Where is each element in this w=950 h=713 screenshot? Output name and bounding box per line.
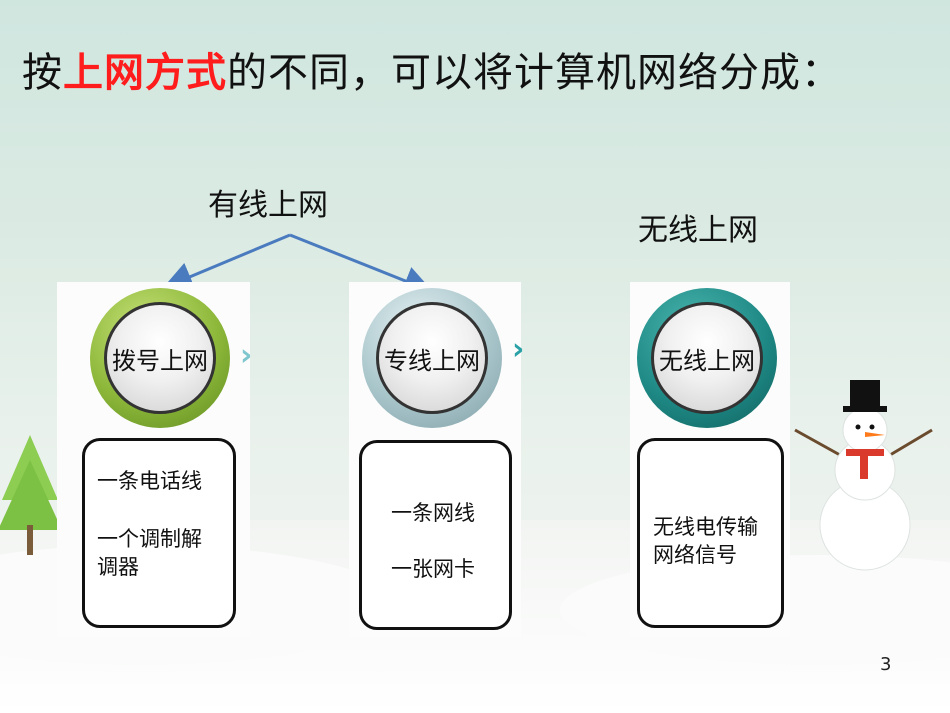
page-number: 3: [880, 654, 892, 675]
wireless-label: 无线上网: [638, 213, 758, 248]
circle-label-wireless: 无线上网: [651, 302, 763, 414]
arrow-to-dedicated: [289, 233, 434, 296]
circle-ring-dedicated: 专线上网: [362, 288, 502, 428]
card-line: 一条电话线: [97, 469, 202, 493]
card-line: 网络信号: [653, 543, 737, 567]
card-line: 一个调制解: [97, 527, 202, 551]
title-prefix: 按: [22, 50, 63, 96]
card-box-dedicated: 一条网线 一张网卡: [359, 440, 512, 630]
card-line: 无线电传输: [653, 515, 758, 539]
title-highlight: 上网方式: [63, 50, 227, 96]
circle-label-dialup: 拨号上网: [104, 302, 216, 414]
card-line: 一条网线: [391, 501, 475, 525]
pine-tree-icon: [0, 435, 62, 555]
circle-label-dedicated: 专线上网: [376, 302, 488, 414]
page-title: 按上网方式的不同，可以将计算机网络分成：: [22, 40, 842, 98]
card-box-dialup: 一条电话线 一个调制解 调器: [82, 438, 236, 628]
snowman-icon: [794, 380, 933, 571]
chevron-right-icon: ›: [512, 332, 525, 367]
card-line: 一张网卡: [391, 557, 475, 581]
card-box-wireless: 无线电传输 网络信号: [637, 438, 784, 628]
wired-label: 有线上网: [208, 188, 328, 223]
arrow-to-dialup: [162, 233, 291, 291]
chevron-right-icon: ›: [240, 338, 253, 373]
title-suffix: 的不同，可以将计算机网络分成：: [227, 50, 842, 96]
card-line: 调器: [97, 555, 139, 579]
circle-ring-dialup: 拨号上网: [90, 288, 230, 428]
circle-ring-wireless: 无线上网: [637, 288, 777, 428]
